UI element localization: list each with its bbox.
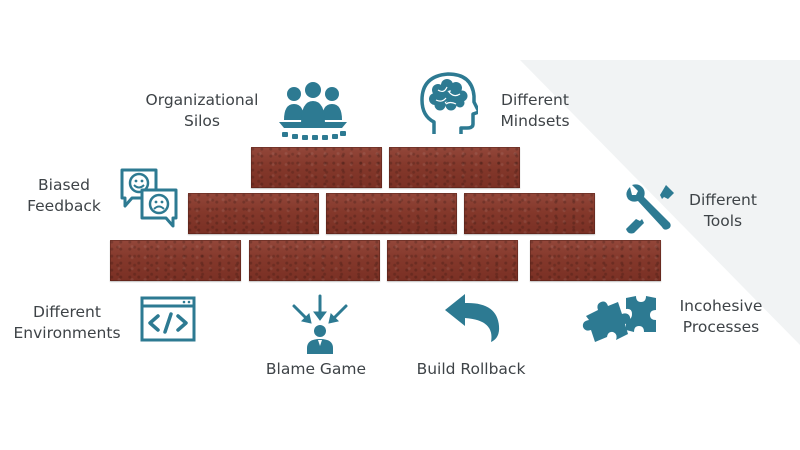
puzzle-icon	[580, 294, 658, 346]
brick	[464, 193, 595, 234]
label-line: Tools	[703, 212, 743, 230]
team-icon	[276, 80, 350, 142]
different-tools-label: Different Tools	[680, 190, 766, 232]
brick	[110, 240, 241, 281]
blame-game-label: Blame Game	[256, 359, 376, 380]
label-line: Feedback	[27, 197, 101, 215]
label-line: Environments	[13, 324, 121, 342]
label-line: Different	[33, 303, 101, 321]
label-line: Biased	[38, 176, 90, 194]
organizational-silos-label: Organizational Silos	[138, 90, 266, 132]
label-line: Build Rollback	[416, 360, 526, 378]
undo-arrow-icon	[443, 292, 501, 344]
incohesive-processes-label: Incohesive Processes	[672, 296, 770, 338]
label-line: Different	[501, 91, 569, 109]
label-line: Incohesive	[679, 297, 763, 315]
biased-feedback-label: Biased Feedback	[16, 175, 112, 217]
label-line: Processes	[682, 318, 760, 336]
brain-head-icon	[416, 70, 478, 138]
brick	[387, 240, 518, 281]
brick	[530, 240, 661, 281]
wrench-screwdriver-icon	[622, 183, 676, 237]
brick	[251, 147, 382, 188]
different-mindsets-label: Different Mindsets	[492, 90, 578, 132]
blame-arrows-person-icon	[290, 294, 350, 356]
feedback-faces-icon	[118, 166, 180, 228]
label-line: Organizational	[145, 91, 259, 109]
label-line: Blame Game	[265, 360, 367, 378]
brick	[249, 240, 380, 281]
label-line: Mindsets	[500, 112, 570, 130]
brick	[389, 147, 520, 188]
label-line: Different	[689, 191, 757, 209]
brick	[188, 193, 319, 234]
different-environments-label: Different Environments	[4, 302, 130, 344]
label-line: Silos	[183, 112, 220, 130]
code-window-icon	[140, 296, 196, 342]
build-rollback-label: Build Rollback	[408, 359, 534, 380]
brick	[326, 193, 457, 234]
